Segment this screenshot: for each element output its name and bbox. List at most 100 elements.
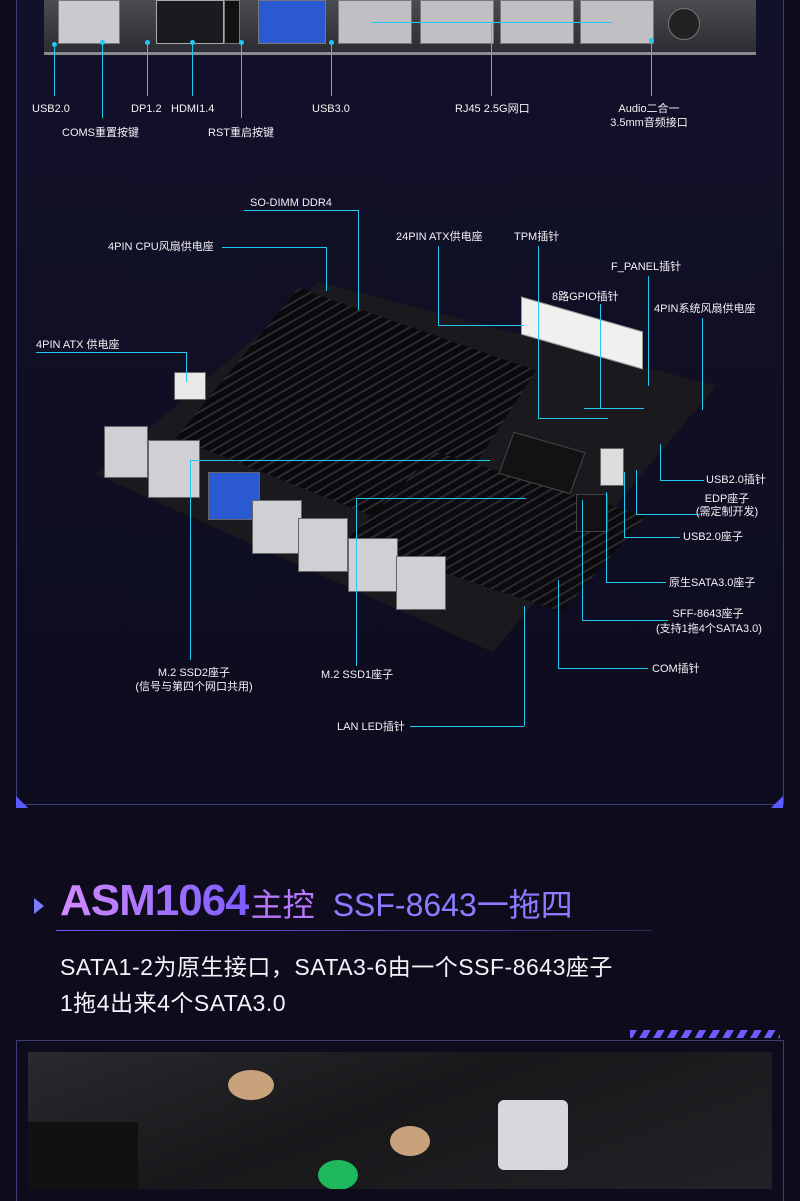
rst-button — [224, 0, 240, 44]
label-com: COM插针 — [652, 663, 700, 675]
callout-line — [241, 42, 242, 118]
callout-line — [582, 500, 583, 620]
headline-sub: SSF-8643一拖四 — [332, 887, 573, 923]
label-cpu-fan: 4PIN CPU风扇供电座 — [108, 241, 214, 253]
callout-line — [524, 606, 525, 726]
callout-line — [326, 247, 327, 291]
sata-connector — [576, 494, 608, 532]
callout-line — [244, 210, 358, 211]
section-description-line2: 1拖4出来4个SATA3.0 — [60, 990, 287, 1016]
label-usb20-seat: USB2.0座子 — [683, 531, 743, 543]
callout-line — [102, 42, 103, 118]
usb3-port — [258, 0, 326, 44]
callout-line — [438, 246, 439, 326]
screw-hole — [228, 1070, 274, 1100]
atx4-connector — [174, 372, 206, 400]
callout-line — [651, 40, 652, 96]
usb2-port — [58, 0, 120, 44]
label-usb20-pin: USB2.0插针 — [706, 474, 766, 486]
label-m2-ssd2-sub: (信号与第四个网口共用) — [135, 681, 253, 693]
label-sata-native: 原生SATA3.0座子 — [669, 577, 756, 589]
audio-jack — [668, 8, 700, 40]
frame-decoration — [630, 1030, 780, 1038]
callout-line — [600, 304, 601, 408]
usb3-port — [208, 472, 260, 520]
label-sodimm: SO-DIMM DDR4 — [250, 197, 332, 209]
callout-line — [582, 620, 668, 621]
label-edp-sub: (需定制开发) — [695, 506, 759, 518]
hdmi-port — [156, 0, 224, 44]
callout-line — [636, 470, 637, 514]
label-m2-ssd1: M.2 SSD1座子 — [321, 669, 394, 681]
callout-line — [190, 460, 490, 461]
callout-line — [192, 42, 193, 96]
callout-line — [606, 582, 666, 583]
label-rst: RST重启按键 — [208, 127, 274, 139]
callout-line — [331, 42, 332, 96]
callout-line — [410, 726, 524, 727]
rj45-port — [252, 500, 302, 554]
label-atx24: 24PIN ATX供电座 — [396, 231, 483, 243]
label-hdmi: HDMI1.4 — [171, 103, 215, 115]
motherboard-photo — [96, 282, 716, 652]
screw-hole — [390, 1126, 430, 1156]
callout-line — [356, 498, 357, 666]
callout-line — [356, 498, 526, 499]
headline-suffix: 主控 — [250, 887, 315, 923]
callout-line — [624, 472, 625, 538]
label-audio: Audio二合一 — [618, 103, 680, 115]
callout-line — [147, 42, 148, 96]
callout-line — [660, 480, 704, 481]
board-logo — [318, 1160, 358, 1189]
callout-line — [584, 408, 644, 409]
usb2-seat — [600, 448, 624, 486]
callout-line — [558, 580, 559, 668]
callout-line — [190, 460, 191, 660]
callout-line — [538, 246, 539, 418]
callout-line — [636, 514, 700, 515]
callout-line — [491, 22, 492, 96]
callout-line — [606, 492, 607, 582]
label-fpanel: F_PANEL插针 — [611, 261, 682, 273]
label-sff8643-sub: (支持1拖4个SATA3.0) — [656, 623, 762, 635]
label-dp: DP1.2 — [131, 103, 162, 115]
m2-slot — [28, 1122, 138, 1189]
callout-line — [438, 325, 524, 326]
label-m2-ssd2: M.2 SSD2座子 — [157, 667, 231, 679]
section-description-line1: SATA1-2为原生接口，SATA3-6由一个SSF-8643座子 — [60, 954, 613, 980]
rj45-port — [396, 556, 446, 610]
callout-line — [222, 247, 326, 248]
label-atx4: 4PIN ATX 供电座 — [36, 339, 120, 351]
label-usb20: USB2.0 — [32, 103, 70, 115]
headline-underline — [56, 930, 652, 931]
callout-line — [186, 352, 187, 382]
label-usb30: USB3.0 — [312, 103, 350, 115]
photo-frame — [16, 1040, 784, 1201]
board-closeup-photo — [28, 1052, 772, 1189]
callout-line — [36, 352, 186, 353]
label-rj45: RJ45 2.5G网口 — [455, 103, 530, 115]
callout-line — [54, 44, 55, 96]
label-lan-led: LAN LED插针 — [337, 721, 405, 733]
label-coms: COMS重置按键 — [62, 127, 139, 139]
label-gpio: 8路GPIO插针 — [552, 291, 619, 303]
callout-line — [538, 418, 608, 419]
callout-line — [358, 210, 359, 310]
callout-line — [702, 318, 703, 410]
label-edp: EDP座子 — [704, 493, 750, 505]
usb-port — [498, 1100, 568, 1170]
chevron-right-icon — [34, 898, 44, 914]
callout-line — [372, 22, 612, 23]
section-headline: ASM1064 主控 SSF-8643一拖四 — [60, 874, 573, 926]
callout-line — [624, 537, 680, 538]
headline-chip: ASM1064 — [60, 876, 250, 925]
callout-line — [660, 444, 661, 480]
label-sff8643: SFF-8643座子 — [672, 608, 744, 620]
io-panel-photo — [44, 0, 756, 55]
label-audio-sub: 3.5mm音频接口 — [610, 117, 688, 129]
callout-line — [648, 276, 649, 386]
rj45-port — [298, 518, 348, 572]
usb2-port — [104, 426, 148, 478]
label-tpm: TPM插针 — [514, 231, 560, 243]
callout-line — [558, 668, 648, 669]
